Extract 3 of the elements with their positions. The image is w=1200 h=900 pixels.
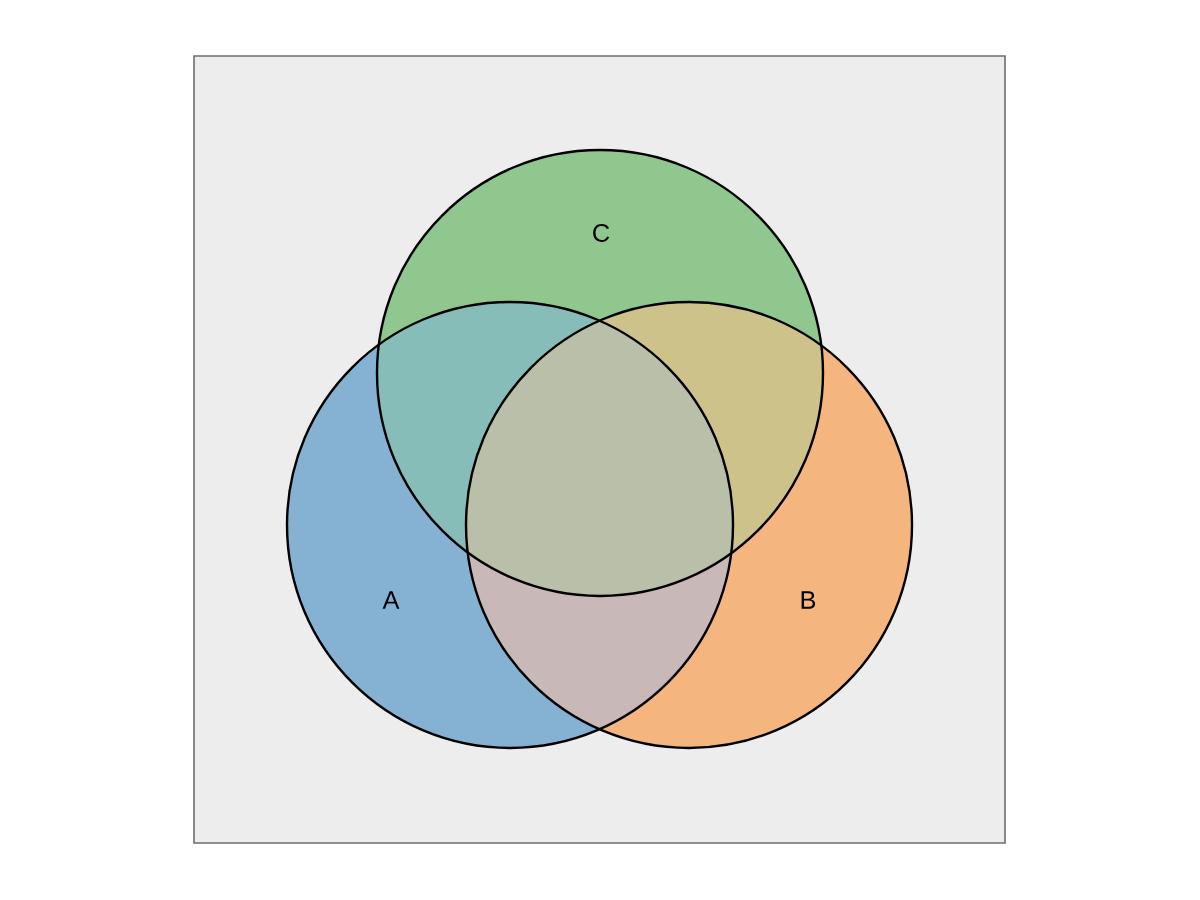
set-label: A <box>382 591 400 609</box>
set-label: C <box>593 224 610 242</box>
set-label: B <box>801 591 816 609</box>
